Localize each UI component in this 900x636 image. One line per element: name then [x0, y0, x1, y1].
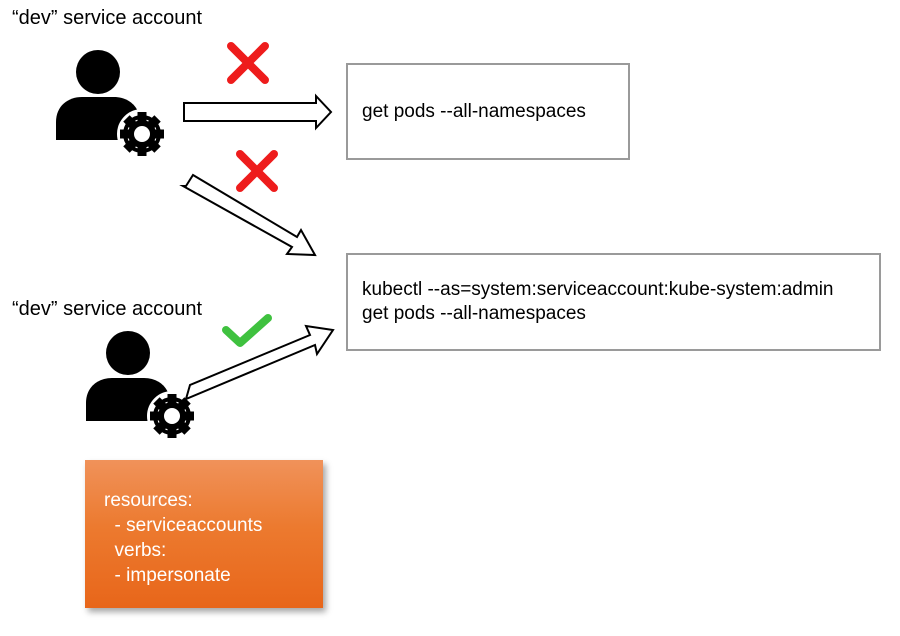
arrow-impersonate-denied	[179, 173, 317, 257]
command-line: get pods --all-namespaces	[362, 100, 586, 122]
cross-icon	[227, 42, 269, 84]
command-box-direct: get pods --all-namespaces	[346, 63, 630, 160]
check-icon	[222, 314, 272, 347]
rbac-rule-box: resources: - serviceaccounts verbs: - im…	[85, 460, 323, 608]
cross-icon	[236, 150, 278, 192]
rbac-line: resources:	[104, 490, 193, 511]
actor-label-bottom: “dev” service account	[12, 298, 203, 320]
rbac-line: - impersonate	[104, 565, 231, 586]
arrow-direct	[183, 93, 333, 131]
actor-label-top: “dev” service account	[12, 7, 203, 29]
command-line: get pods --all-namespaces	[362, 303, 586, 324]
service-account-icon	[56, 50, 167, 159]
service-account-icon	[86, 331, 197, 441]
rbac-line: verbs:	[104, 540, 167, 561]
arrow-impersonate-allowed	[184, 324, 335, 401]
command-line: kubectl --as=system:serviceaccount:kube-…	[362, 279, 834, 300]
rbac-line: - serviceaccounts	[104, 515, 263, 536]
command-box-impersonate: kubectl --as=system:serviceaccount:kube-…	[346, 253, 881, 351]
